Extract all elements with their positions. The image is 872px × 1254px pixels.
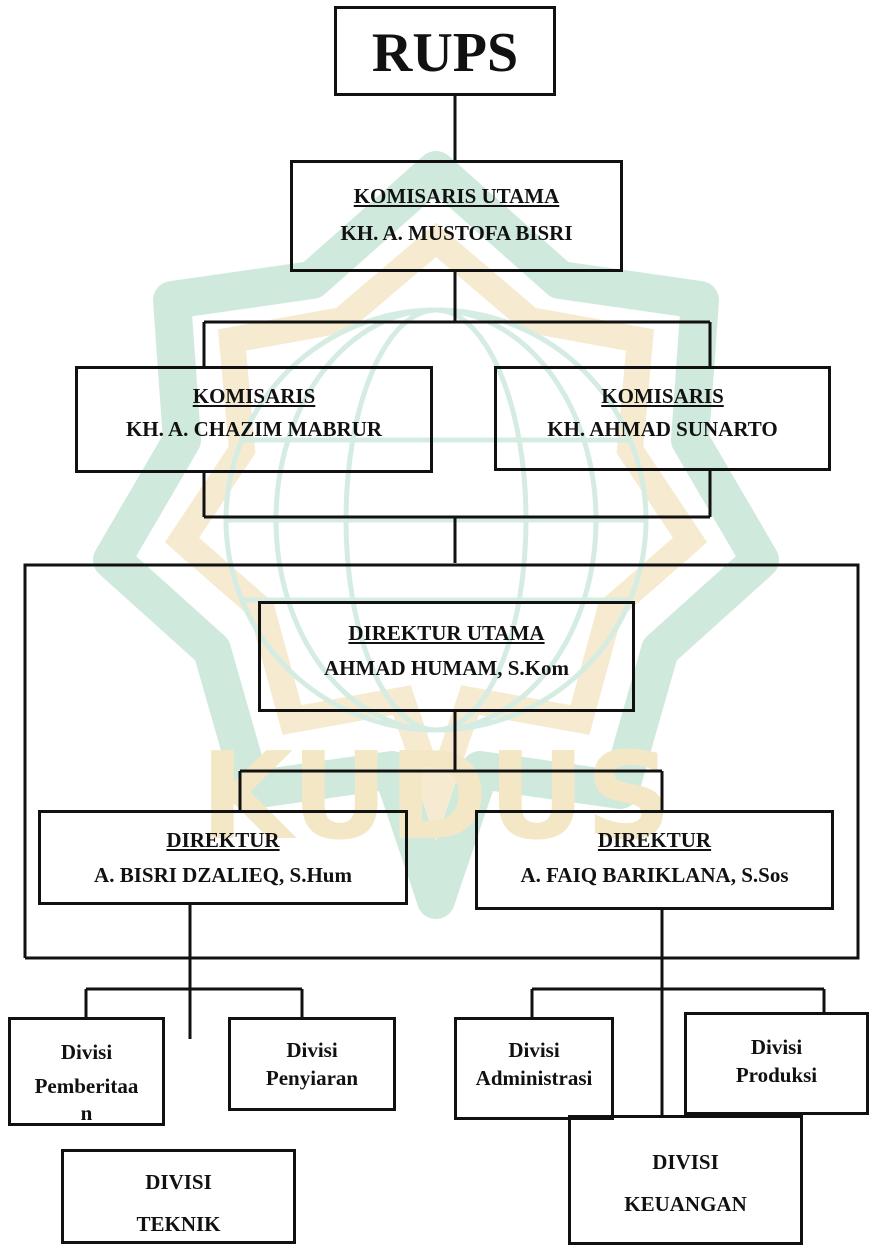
- divisi-pemberitaan-line2: Pemberitaa: [34, 1074, 139, 1099]
- direktur-left-title: DIREKTUR: [166, 828, 280, 852]
- divisi-teknik-line1: DIVISI: [145, 1170, 212, 1194]
- komisaris-left-name: KH. A. CHAZIM MABRUR: [125, 417, 383, 442]
- divisi-penyiaran-line1: Divisi: [286, 1038, 338, 1062]
- divisi-teknik-line2: TEKNIK: [136, 1212, 221, 1237]
- divisi-keuangan-line1: DIVISI: [652, 1150, 719, 1174]
- komisaris-right-name: KH. AHMAD SUNARTO: [547, 417, 778, 442]
- direktur-right-name: A. FAIQ BARIKLANA, S.Sos: [520, 863, 789, 888]
- direktur-left-box: DIREKTUR A. BISRI DZALIEQ, S.Hum: [38, 810, 408, 905]
- rups-box: RUPS: [334, 6, 556, 96]
- komisaris-left-title: KOMISARIS: [192, 384, 316, 408]
- divisi-penyiaran-line2: Penyiaran: [265, 1066, 359, 1091]
- komisaris-right-title: KOMISARIS: [601, 384, 724, 408]
- direktur-right-box: DIREKTUR A. FAIQ BARIKLANA, S.Sos: [475, 810, 834, 910]
- direktur-utama-name: AHMAD HUMAM, S.Kom: [324, 656, 569, 681]
- divisi-pemberitaan-box: Divisi Pemberitaa n: [8, 1017, 165, 1126]
- direktur-utama-box: DIREKTUR UTAMA AHMAD HUMAM, S.Kom: [258, 601, 635, 712]
- divisi-administrasi-box: Divisi Administrasi: [454, 1017, 614, 1120]
- komisaris-left-box: KOMISARIS KH. A. CHAZIM MABRUR: [75, 366, 433, 473]
- divisi-produksi-box: Divisi Produksi: [684, 1012, 869, 1115]
- komisaris-utama-name: KH. A. MUSTOFA BISRI: [340, 221, 573, 246]
- divisi-penyiaran-box: Divisi Penyiaran: [228, 1017, 396, 1111]
- komisaris-right-box: KOMISARIS KH. AHMAD SUNARTO: [494, 366, 831, 471]
- divisi-administrasi-line2: Administrasi: [475, 1066, 593, 1091]
- watermark-text: KUDUS: [200, 728, 672, 867]
- divisi-pemberitaan-line1: Divisi: [60, 1040, 113, 1064]
- direktur-left-name: A. BISRI DZALIEQ, S.Hum: [94, 863, 352, 888]
- komisaris-utama-title: KOMISARIS UTAMA: [353, 184, 560, 208]
- direktur-utama-title: DIREKTUR UTAMA: [348, 621, 545, 645]
- divisi-produksi-line1: Divisi: [750, 1035, 803, 1059]
- komisaris-utama-box: KOMISARIS UTAMA KH. A. MUSTOFA BISRI: [290, 160, 623, 272]
- rups-label: RUPS: [371, 22, 519, 84]
- divisi-produksi-line2: Produksi: [735, 1063, 818, 1088]
- direktur-right-title: DIREKTUR: [597, 828, 712, 852]
- divisi-administrasi-line1: Divisi: [508, 1038, 560, 1062]
- divisi-teknik-box: DIVISI TEKNIK: [61, 1149, 296, 1244]
- divisi-keuangan-box: DIVISI KEUANGAN: [568, 1115, 803, 1245]
- divisi-keuangan-line2: KEUANGAN: [624, 1192, 747, 1217]
- divisi-pemberitaan-line3: n: [80, 1100, 93, 1125]
